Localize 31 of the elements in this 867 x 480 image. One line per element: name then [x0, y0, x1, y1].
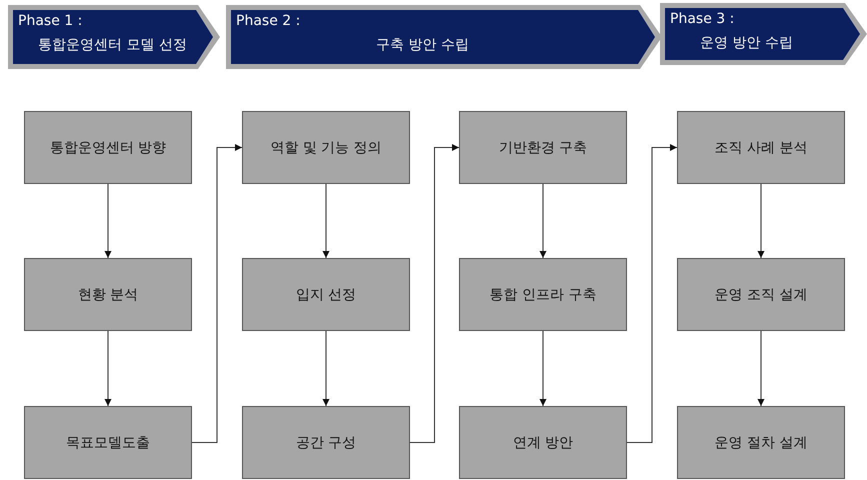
arrow [758, 184, 764, 258]
arrow [104, 330, 112, 406]
process-box: 통합운영센터 방향 [24, 111, 192, 184]
process-box: 목표모델도출 [24, 406, 192, 479]
process-box: 통합 인프라 구축 [459, 258, 627, 331]
phase-banner [660, 3, 867, 65]
phase-title: 구축 방안 수립 [376, 36, 469, 54]
process-box: 현황 분석 [24, 258, 192, 331]
process-box: 공간 구성 [242, 406, 410, 479]
process-box: 역할 및 기능 정의 [242, 111, 410, 184]
phase-banner [8, 5, 220, 69]
phase-title: 운영 방안 수립 [700, 34, 793, 52]
phase-title: 통합운영센터 모델 선정 [38, 36, 187, 54]
arrow [540, 184, 546, 258]
arrow [192, 144, 242, 443]
arrow [758, 330, 764, 406]
process-box: 운영 절차 설계 [677, 406, 845, 479]
arrow [322, 184, 330, 258]
arrow [322, 330, 330, 406]
arrow [104, 184, 112, 258]
process-box: 기반환경 구축 [459, 111, 627, 184]
phase-label: Phase 3 : [670, 11, 734, 27]
process-box: 운영 조직 설계 [677, 258, 845, 331]
arrow [410, 144, 460, 443]
arrow [540, 330, 546, 406]
phase-label: Phase 2 : [236, 13, 300, 29]
process-box: 조직 사례 분석 [677, 111, 845, 184]
phase-label: Phase 1 : [18, 13, 82, 29]
process-box: 연계 방안 [459, 406, 627, 479]
process-box: 입지 선정 [242, 258, 410, 331]
arrow [626, 144, 678, 443]
